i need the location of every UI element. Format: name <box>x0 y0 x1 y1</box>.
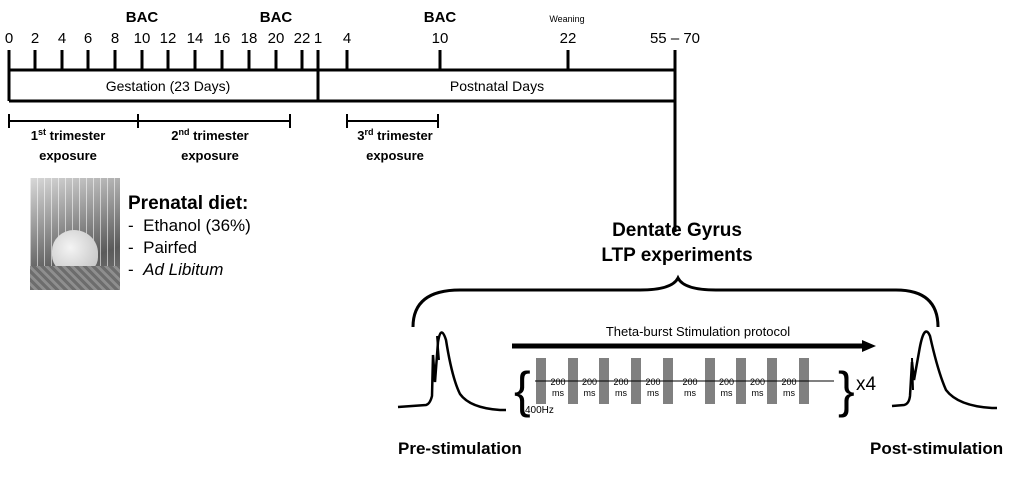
trimester-3-exposure: exposure <box>366 148 424 163</box>
pre-stimulation-label: Pre-stimulation <box>398 439 522 458</box>
bac-label-g20: BAC <box>260 9 293 26</box>
interval-unit-8: ms <box>783 388 795 398</box>
interval-unit-3: ms <box>615 388 627 398</box>
cage-bedding <box>30 266 120 290</box>
gestation-tick-label-12: 12 <box>160 30 177 47</box>
interval-unit-5: ms <box>684 388 696 398</box>
diet-item-pairfed: - Pairfed <box>128 238 197 257</box>
trimester-1-label: 1st trimester <box>31 127 106 143</box>
weaning-label: Weaning <box>549 14 584 24</box>
interval-value-1: 200 <box>550 377 565 387</box>
prenatal-diet-panel: Prenatal diet: - Ethanol (36%) - Pairfed… <box>128 193 251 281</box>
timeline-ticks <box>7 50 677 70</box>
burst-8 <box>767 358 777 404</box>
interval-value-7: 200 <box>750 377 765 387</box>
bac-label-p10: BAC <box>424 9 457 26</box>
interval-value-4: 200 <box>645 377 660 387</box>
burst-2 <box>568 358 578 404</box>
postnatal-tick-label-2: 10 <box>432 30 449 47</box>
gestation-tick-label-4: 4 <box>58 30 66 47</box>
experiment-title-line2: LTP experiments <box>601 245 752 266</box>
diet-item-ethanol: - Ethanol (36%) <box>128 216 251 235</box>
experiment-title-line1: Dentate Gyrus <box>612 220 742 241</box>
burst-4 <box>631 358 641 404</box>
gestation-tick-label-2: 2 <box>31 30 39 47</box>
postnatal-tick-label-4: 55 – 70 <box>650 30 700 47</box>
rat-cage-photo <box>30 178 120 290</box>
gestation-tick-label-0: 0 <box>5 30 13 47</box>
post-stimulation-artifact <box>911 357 914 391</box>
burst-1 <box>536 358 546 404</box>
repeat-label: x4 <box>856 374 877 395</box>
postnatal-label: Postnatal Days <box>450 78 544 94</box>
gestation-tick-label-20: 20 <box>268 30 285 47</box>
diet-item-ad-libitum: - Ad Libitum <box>128 260 224 279</box>
interval-value-2: 200 <box>582 377 597 387</box>
trimester-1-bracket <box>8 114 139 128</box>
pre-stimulation-artifact <box>436 335 440 361</box>
trimester-2-exposure: exposure <box>181 148 239 163</box>
gestation-label: Gestation (23 Days) <box>106 78 231 94</box>
burst-5 <box>663 358 673 404</box>
post-stimulation-trace <box>891 330 997 410</box>
interval-value-8: 200 <box>781 377 796 387</box>
gestation-tick-label-22: 22 <box>294 30 311 47</box>
interval-unit-2: ms <box>584 388 596 398</box>
interval-unit-6: ms <box>721 388 733 398</box>
train-close-brace: } <box>838 362 855 418</box>
gestation-tick-label-16: 16 <box>214 30 231 47</box>
gestation-tick-label-6: 6 <box>84 30 92 47</box>
trimester-2-label: 2nd trimester <box>171 127 248 143</box>
interval-value-5: 200 <box>682 377 697 387</box>
experiment-curly-brace <box>411 274 940 328</box>
burst-7 <box>736 358 746 404</box>
postnatal-tick-label-0: 1 <box>314 30 322 47</box>
gestation-tick-label-10: 10 <box>134 30 151 47</box>
gestation-tick-label-8: 8 <box>111 30 119 47</box>
interval-value-6: 200 <box>719 377 734 387</box>
interval-unit-7: ms <box>752 388 764 398</box>
frequency-label: 400Hz <box>525 405 554 416</box>
protocol-label: Theta-burst Stimulation protocol <box>606 324 790 339</box>
trimester-1-exposure: exposure <box>39 148 97 163</box>
trimester-3-bracket <box>346 114 439 128</box>
diet-title: Prenatal diet: <box>128 193 249 214</box>
gestation-tick-label-18: 18 <box>241 30 258 47</box>
post-stimulation-label: Post-stimulation <box>870 439 1003 458</box>
trimester-3-label: 3rd trimester <box>357 127 432 143</box>
interval-unit-1: ms <box>552 388 564 398</box>
interval-unit-4: ms <box>647 388 659 398</box>
bac-label-g10: BAC <box>126 9 159 26</box>
gestation-tick-label-14: 14 <box>187 30 204 47</box>
trimester-2-bracket <box>138 114 291 128</box>
burst-6 <box>705 358 715 404</box>
postnatal-tick-label-3: 22 <box>560 30 577 47</box>
burst-3 <box>599 358 609 404</box>
pre-stimulation-trace <box>397 331 506 412</box>
burst-9 <box>799 358 809 404</box>
postnatal-tick-label-1: 4 <box>343 30 351 47</box>
interval-value-3: 200 <box>613 377 628 387</box>
protocol-arrow-head <box>862 340 876 352</box>
train-open-brace: { <box>514 362 531 418</box>
